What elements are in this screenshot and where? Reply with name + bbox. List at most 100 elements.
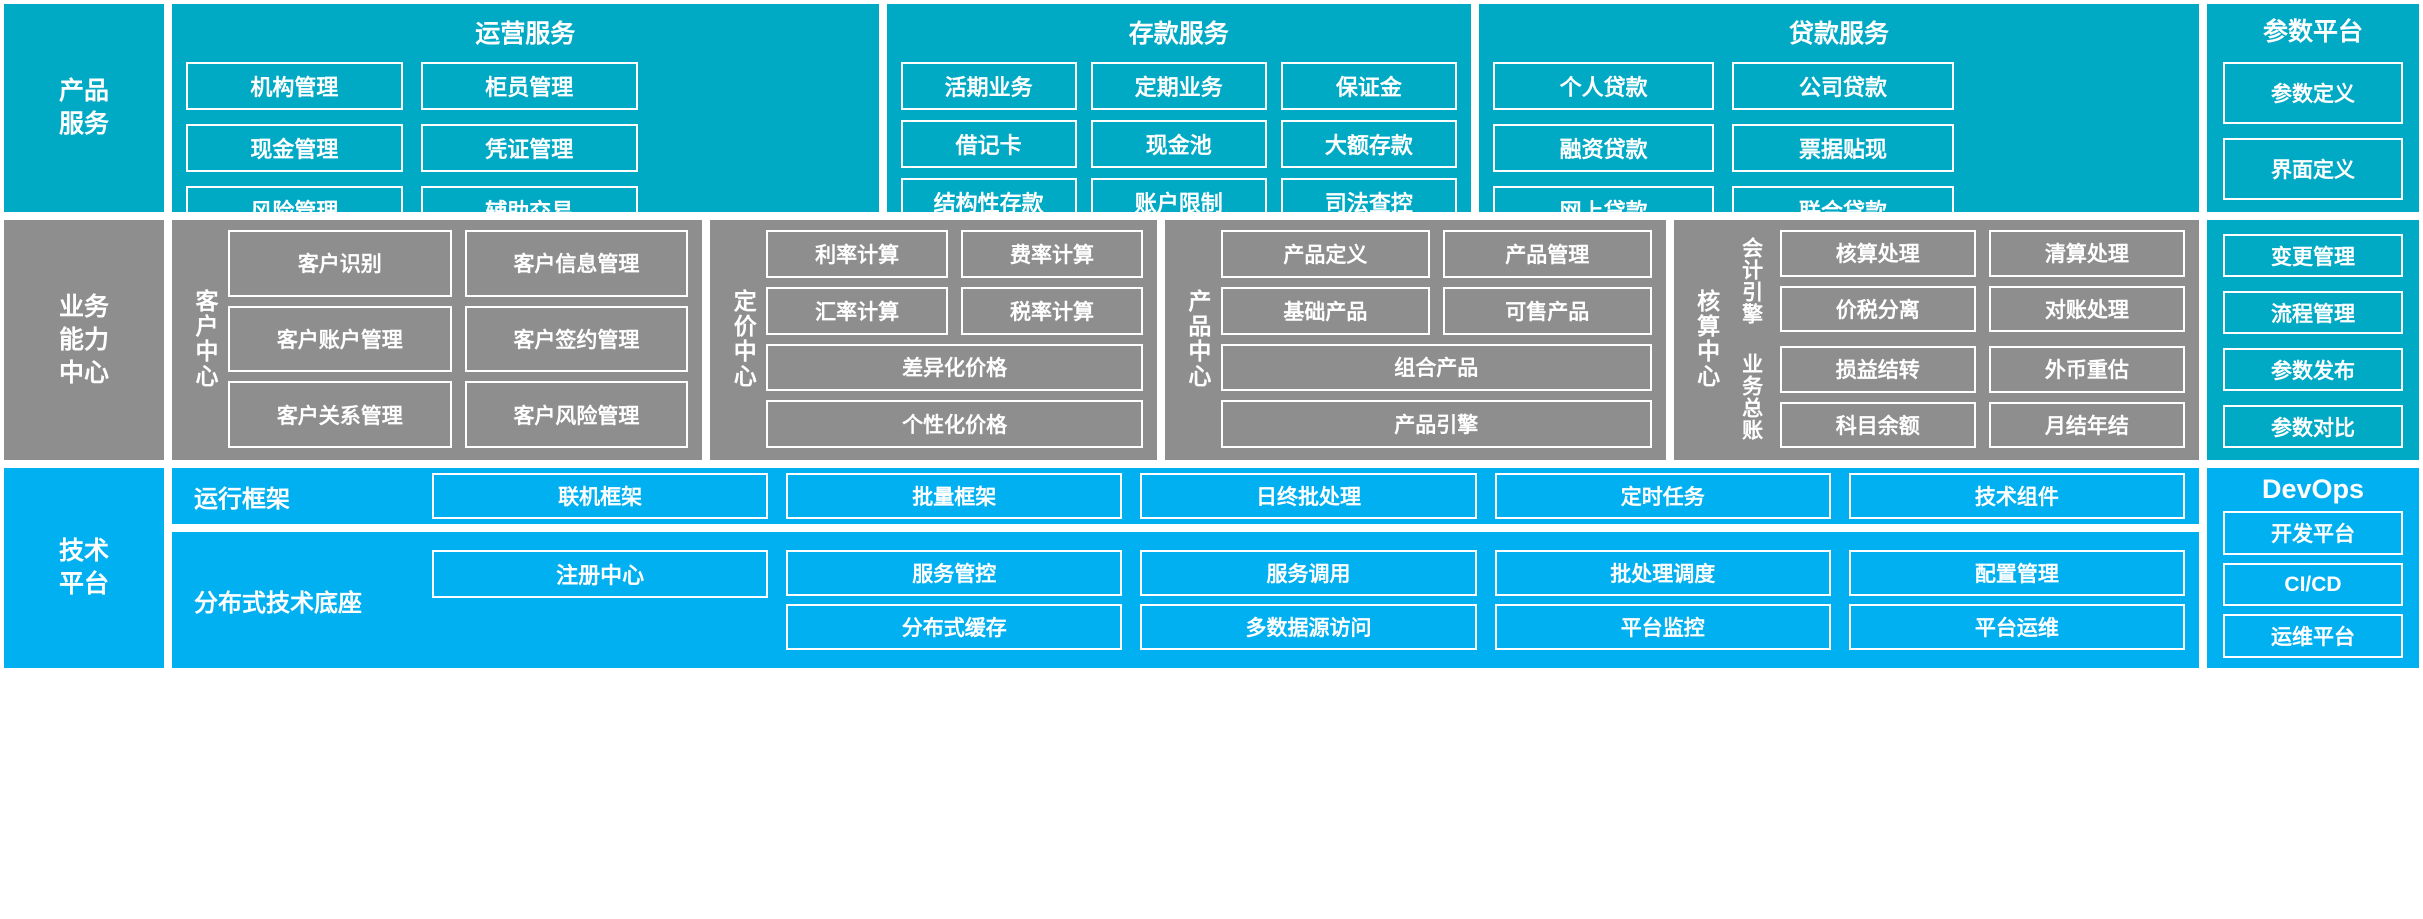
tile-acct-ledger-1-0[interactable]: 科目余额	[1779, 401, 1976, 448]
tile-operation-3[interactable]: 凭证管理	[420, 124, 638, 172]
tile-base-3-0[interactable]: 批处理调度	[1494, 550, 1831, 596]
strip-col-base-0: 注册中心	[432, 550, 769, 650]
tile-customer-1-0[interactable]: 客户账户管理	[228, 305, 452, 373]
product-services-label: 产品 服务	[4, 4, 164, 212]
tile-product-2-0[interactable]: 组合产品	[1220, 343, 1652, 392]
tile-base-4-0[interactable]: 配置管理	[1848, 550, 2186, 596]
tile-deposit-7[interactable]: 账户限制	[1090, 178, 1267, 226]
tile-deposit-6[interactable]: 结构性存款	[900, 178, 1077, 226]
tile-runtime-4-0[interactable]: 技术组件	[1848, 473, 2186, 519]
product-services-band: 产品 服务 运营服务 机构管理 柜员管理 现金管理 凭证管理 风险管理 辅助交易…	[4, 4, 2419, 234]
group-title-operation-services: 运营服务	[475, 20, 576, 48]
center-body-customer: 客户识别 客户信息管理 客户账户管理 客户签约管理 客户关系管理 客户风险管理	[228, 230, 689, 449]
tile-base-1-1[interactable]: 分布式缓存	[786, 604, 1123, 650]
tile-loan-0[interactable]: 个人贷款	[1492, 62, 1715, 110]
tile-base-3-1[interactable]: 平台监控	[1494, 604, 1831, 650]
tile-devops-0[interactable]: 开发平台	[2223, 511, 2403, 555]
center-accounting: 核算中心 会计引擎 核算处理 清算处理 价税分离 对账处理	[1673, 220, 2199, 460]
strip-col-base-3: 批处理调度 平台监控	[1494, 550, 1831, 650]
center-row-pricing-0: 利率计算 费率计算	[766, 230, 1143, 278]
tile-product-0-0[interactable]: 产品定义	[1220, 230, 1430, 278]
tile-loan-1[interactable]: 公司贷款	[1732, 62, 1954, 110]
tile-product-0-1[interactable]: 产品管理	[1442, 230, 1652, 278]
tile-customer-0-0[interactable]: 客户识别	[228, 230, 452, 297]
tile-pricing-1-0[interactable]: 汇率计算	[766, 286, 949, 335]
center-row-pricing-1: 汇率计算 税率计算	[766, 286, 1143, 335]
tile-product-1-1[interactable]: 可售产品	[1442, 286, 1652, 335]
strip-label-distributed-foundation: 分布式技术底座	[194, 589, 362, 617]
group-loan-services: 贷款服务 个人贷款 公司贷款 融资贷款 票据贴现 网上贷款 联合贷款	[1478, 4, 2199, 234]
business-capability-main: 业务 能力 中心 客户中心 客户识别 客户信息管理 客户账户管理 客户签约管理 …	[4, 220, 2199, 460]
tile-acct-engine-1-0[interactable]: 价税分离	[1779, 285, 1976, 332]
center-row-customer-2: 客户关系管理 客户风险管理	[228, 381, 689, 449]
business-capability-label: 业务 能力 中心	[4, 220, 164, 460]
tile-pricing-3-0[interactable]: 个性化价格	[766, 400, 1143, 448]
tile-operation-0[interactable]: 机构管理	[186, 62, 403, 110]
tile-acct-ledger-1-1[interactable]: 月结年结	[1988, 401, 2186, 448]
tile-acct-ledger-0-0[interactable]: 损益结转	[1779, 346, 1976, 393]
tile-deposit-4[interactable]: 现金池	[1090, 120, 1267, 168]
tile-acct-engine-1-1[interactable]: 对账处理	[1988, 285, 2186, 332]
tile-runtime-0-0[interactable]: 联机框架	[432, 473, 769, 519]
technical-platform-main: 运行框架 联机框架 批量框架 日终批处理 定时任务 技术组件	[172, 468, 2199, 668]
strip-distributed-foundation: 分布式技术底座 注册中心 服务管控 分布式缓存 服务调用 多数据源访问 批处理调…	[172, 532, 2199, 668]
tile-devops-1[interactable]: CI/CD	[2223, 562, 2403, 607]
strip-col-runtime-2: 日终批处理	[1140, 473, 1477, 519]
tile-customer-1-1[interactable]: 客户签约管理	[464, 305, 689, 373]
center-label-product: 产品中心	[1184, 289, 1211, 389]
tile-deposit-2[interactable]: 保证金	[1280, 62, 1457, 110]
tile-param-4[interactable]: 参数发布	[2223, 348, 2403, 391]
tile-deposit-0[interactable]: 活期业务	[900, 62, 1077, 110]
tile-customer-0-1[interactable]: 客户信息管理	[464, 230, 689, 297]
tile-acct-engine-0-1[interactable]: 清算处理	[1988, 230, 2186, 277]
tile-base-2-0[interactable]: 服务调用	[1140, 550, 1477, 596]
tile-operation-2[interactable]: 现金管理	[186, 124, 403, 172]
tile-acct-engine-0-0[interactable]: 核算处理	[1779, 230, 1976, 277]
technical-platform-band: 技术 平台 运行框架 联机框架 批量框架 日终批处理 定时任务	[4, 468, 2419, 668]
tile-pricing-0-0[interactable]: 利率计算	[766, 230, 949, 278]
tile-base-1-0[interactable]: 服务管控	[786, 550, 1123, 596]
tile-base-0-0[interactable]: 注册中心	[432, 550, 769, 598]
tile-customer-2-0[interactable]: 客户关系管理	[228, 381, 452, 449]
strip-label-runtime-framework: 运行框架	[194, 485, 290, 513]
tile-param-3[interactable]: 流程管理	[2223, 291, 2403, 334]
tiles-loan-services: 个人贷款 公司贷款 融资贷款 票据贴现 网上贷款 联合贷款	[1492, 62, 2185, 234]
strip-col-runtime-3: 定时任务	[1494, 473, 1831, 519]
center-row-product-3: 产品引擎	[1220, 400, 1652, 448]
rail-parameter-platform-bottom: 变更管理 流程管理 参数发布 参数对比	[2207, 220, 2419, 460]
tile-runtime-2-0[interactable]: 日终批处理	[1140, 473, 1477, 519]
center-label-pricing: 定价中心	[730, 289, 757, 389]
tile-product-3-0[interactable]: 产品引擎	[1220, 400, 1652, 448]
tile-param-1[interactable]: 界面定义	[2223, 138, 2403, 200]
tile-base-4-1[interactable]: 平台运维	[1848, 604, 2186, 650]
center-row-pricing-2: 差异化价格	[766, 343, 1143, 392]
business-capability-band: 业务 能力 中心 客户中心 客户识别 客户信息管理 客户账户管理 客户签约管理 …	[4, 220, 2419, 460]
tile-param-2[interactable]: 变更管理	[2223, 234, 2403, 277]
strip-col-base-4: 配置管理 平台运维	[1848, 550, 2186, 650]
tile-runtime-1-0[interactable]: 批量框架	[786, 473, 1123, 519]
tile-loan-2[interactable]: 融资贷款	[1492, 124, 1715, 172]
tile-devops-2[interactable]: 运维平台	[2223, 614, 2403, 659]
tile-runtime-3-0[interactable]: 定时任务	[1494, 473, 1831, 519]
tile-pricing-1-1[interactable]: 税率计算	[961, 286, 1143, 335]
center-body-product: 产品定义 产品管理 基础产品 可售产品 组合产品 产品引擎	[1220, 230, 1652, 448]
tile-deposit-1[interactable]: 定期业务	[1090, 62, 1267, 110]
center-label-customer: 客户中心	[192, 289, 218, 389]
tile-loan-3[interactable]: 票据贴现	[1732, 124, 1954, 172]
tile-base-2-1[interactable]: 多数据源访问	[1140, 604, 1477, 650]
tile-param-0[interactable]: 参数定义	[2223, 62, 2403, 124]
tile-deposit-3[interactable]: 借记卡	[900, 120, 1077, 168]
tile-customer-2-1[interactable]: 客户风险管理	[464, 381, 689, 449]
tile-product-1-0[interactable]: 基础产品	[1220, 286, 1430, 335]
strip-columns-distributed-foundation: 注册中心 服务管控 分布式缓存 服务调用 多数据源访问 批处理调度 平台监控	[432, 550, 2186, 650]
tile-acct-ledger-0-1[interactable]: 外币重估	[1988, 346, 2186, 393]
tile-pricing-2-0[interactable]: 差异化价格	[766, 343, 1143, 392]
accounting-engine-row-0: 核算处理 清算处理	[1779, 230, 2186, 277]
tile-operation-1[interactable]: 柜员管理	[420, 62, 638, 110]
tile-pricing-0-1[interactable]: 费率计算	[961, 230, 1143, 278]
tile-deposit-8[interactable]: 司法查控	[1280, 178, 1457, 226]
strip-runtime-framework: 运行框架 联机框架 批量框架 日终批处理 定时任务 技术组件	[172, 468, 2199, 524]
tile-deposit-5[interactable]: 大额存款	[1280, 120, 1457, 168]
tile-param-5[interactable]: 参数对比	[2223, 405, 2403, 448]
